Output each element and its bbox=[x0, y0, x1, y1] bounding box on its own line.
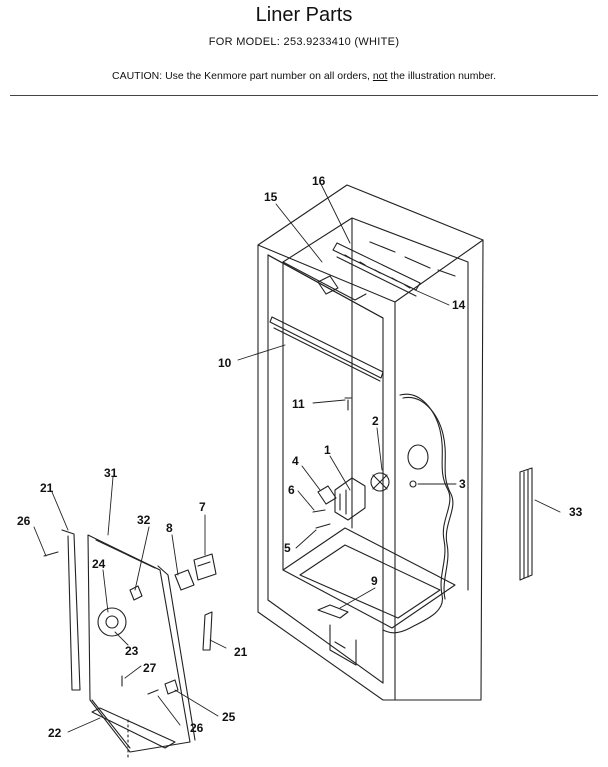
callout-24: 24 bbox=[92, 557, 106, 571]
screw bbox=[43, 551, 59, 557]
top-bracket bbox=[317, 275, 339, 295]
callout-26-right: 26 bbox=[190, 721, 204, 735]
caution-text-prefix: CAUTION: Use the Kenmore part number on … bbox=[111, 70, 373, 82]
callout-31: 31 bbox=[104, 466, 118, 480]
relay bbox=[193, 553, 217, 581]
mullion-strip bbox=[519, 467, 533, 581]
callout-25: 25 bbox=[222, 710, 236, 724]
wire-harness bbox=[382, 393, 451, 634]
callout-2: 2 bbox=[372, 414, 379, 428]
control-assembly bbox=[312, 477, 366, 529]
wire-harness bbox=[402, 396, 454, 600]
model-line: FOR MODEL: 253.9233410 (WHITE) bbox=[208, 36, 400, 48]
callout-27: 27 bbox=[143, 661, 157, 675]
shelf-rail bbox=[269, 316, 384, 382]
callout-21-right: 21 bbox=[234, 645, 248, 659]
callout-9: 9 bbox=[371, 574, 378, 588]
header-divider bbox=[10, 95, 598, 96]
callout-7: 7 bbox=[199, 500, 206, 514]
liner-cabinet bbox=[257, 184, 484, 701]
switch bbox=[174, 569, 195, 591]
caution-text-suffix: the illustration number. bbox=[387, 70, 497, 82]
screw bbox=[344, 397, 352, 411]
callout-8: 8 bbox=[166, 521, 173, 535]
caution-note: CAUTION: Use the Kenmore part number on … bbox=[0, 70, 608, 82]
callout-16: 16 bbox=[312, 174, 326, 188]
callout-32: 32 bbox=[137, 513, 151, 527]
callout-15: 15 bbox=[264, 190, 278, 204]
callout-23: 23 bbox=[125, 644, 139, 658]
support-rod bbox=[61, 529, 81, 691]
callout-33: 33 bbox=[569, 505, 583, 519]
page-title: Liner Parts bbox=[255, 4, 353, 26]
callout-14: 14 bbox=[452, 298, 466, 312]
drain-tube bbox=[317, 604, 349, 619]
support-rod bbox=[202, 611, 213, 651]
callout-4: 4 bbox=[292, 454, 299, 468]
evaporator-fan bbox=[370, 472, 390, 492]
callout-5: 5 bbox=[284, 541, 291, 555]
callout-6: 6 bbox=[288, 483, 295, 497]
callout-22: 22 bbox=[48, 726, 62, 740]
screw bbox=[409, 480, 417, 488]
callout-10: 10 bbox=[218, 356, 232, 370]
top-mounting-rail bbox=[332, 241, 456, 297]
callout-1: 1 bbox=[324, 443, 331, 457]
callout-11: 11 bbox=[292, 397, 305, 411]
caution-emphasis: not bbox=[372, 70, 388, 82]
callout-26-left: 26 bbox=[17, 514, 31, 528]
leader-lines bbox=[33, 181, 561, 733]
callout-21-left: 21 bbox=[40, 481, 54, 495]
callout-3: 3 bbox=[459, 477, 466, 491]
